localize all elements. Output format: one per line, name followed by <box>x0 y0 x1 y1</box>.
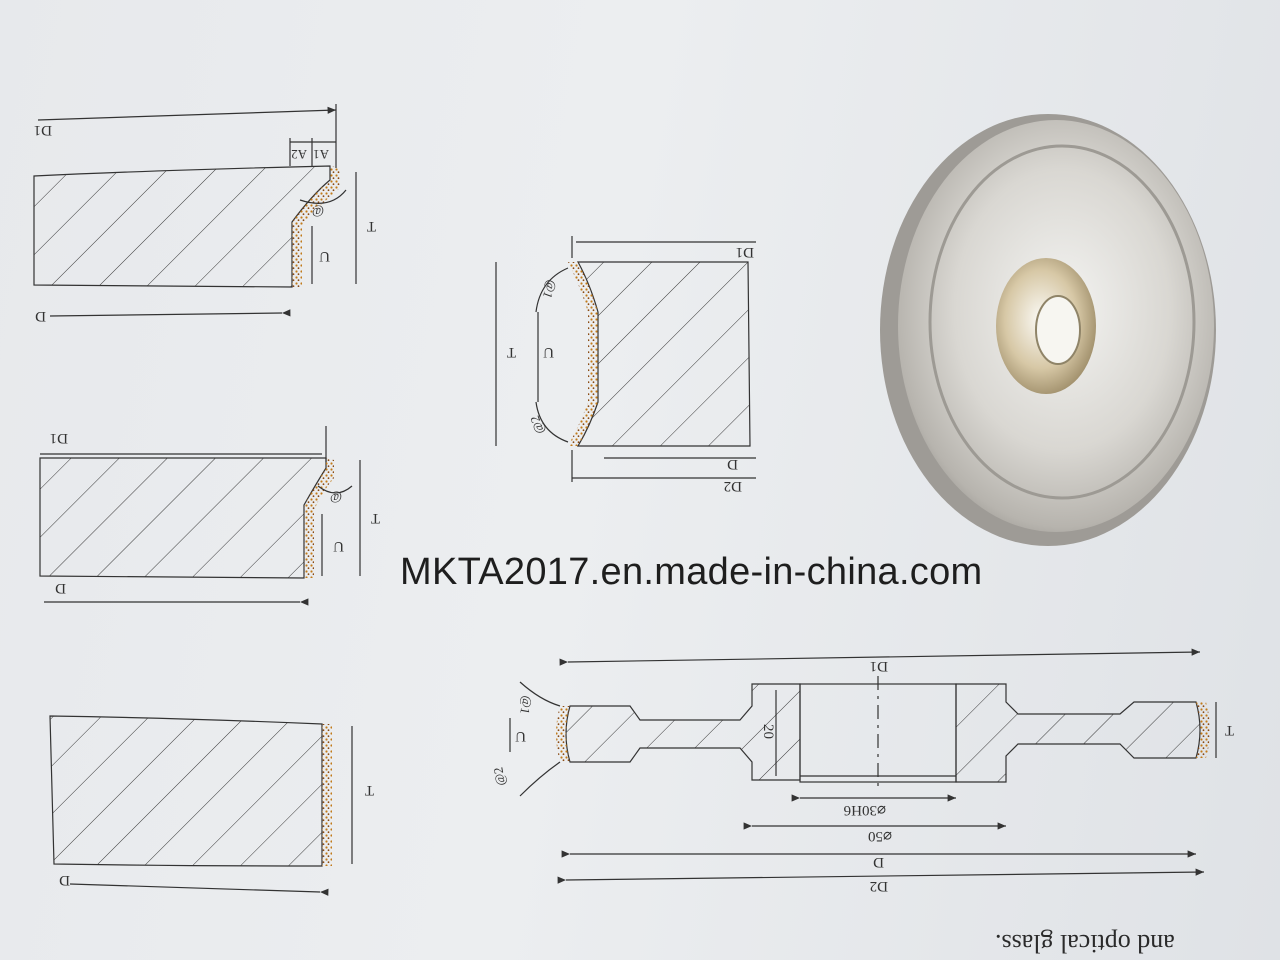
wheel-d-u-label: U <box>543 344 554 360</box>
wheel-d-t-label: T <box>507 344 516 360</box>
wheel-b-d1-label: D1 <box>50 430 68 446</box>
wheel-e-d2-dim <box>557 868 1205 884</box>
wheel-c-abrasive-layer <box>322 724 332 866</box>
wheel-a-abrasive-layer <box>292 166 340 287</box>
wheel-e-angle2-arc <box>519 761 561 797</box>
wheel-c-t-label: T <box>365 782 374 798</box>
wheel-d-angle2-arc <box>535 401 569 443</box>
wheel-a-angle-label: @ <box>312 205 324 220</box>
wheel-b-section <box>39 457 327 579</box>
wheel-d-section <box>576 261 751 447</box>
caption-text: and optical glass. <box>995 929 1175 958</box>
wheel-b-u-label: U <box>333 538 344 554</box>
wheel-a-section <box>33 165 331 288</box>
wheel-d-angle2-label: @2 <box>527 414 547 436</box>
wheel-c-d-label: D <box>59 872 70 888</box>
wheel-c-section <box>49 715 323 867</box>
wheel-a-d1-label: D1 <box>34 122 52 138</box>
wheel-photo-bore <box>1035 295 1081 365</box>
wheel-e-d-label: D <box>873 854 884 870</box>
wheel-b-abrasive-layer <box>304 458 334 578</box>
wheel-b-t-label: T <box>371 510 380 526</box>
wheel-a-d-line <box>49 309 291 317</box>
wheel-d-d1-label: D1 <box>736 244 754 260</box>
wheel-e-u-label: U <box>515 728 526 744</box>
wheel-e-d1-line <box>559 648 1201 666</box>
wheel-b-angle-arc <box>317 485 353 494</box>
diagram-wheel-d: D1 @1 U T @2 D D2 <box>495 236 756 494</box>
wheel-e-section-left <box>565 683 801 781</box>
wheel-d-d-label: D <box>727 456 738 472</box>
wheel-b-d-label: D <box>55 580 66 596</box>
wheel-b-angle-label: @ <box>330 491 342 506</box>
wheel-d-d2-label: D2 <box>724 478 742 494</box>
wheel-e-angle1-arc <box>519 681 561 707</box>
wheel-e-height-label: 20 <box>760 724 776 739</box>
wheel-e-t-label: T <box>1225 722 1234 738</box>
diagram-wheel-a: D1 A2 A1 @ U T D <box>33 104 376 324</box>
wheel-a-u-label: U <box>319 248 330 264</box>
wheel-e-angle1-label: @1 <box>517 695 535 716</box>
wheel-a-t-label: T <box>367 218 376 234</box>
wheel-a-d-label: D <box>35 308 46 324</box>
wheel-c-d-line <box>69 883 329 896</box>
diagram-wheel-b: D1 @ U T D <box>39 426 380 606</box>
watermark-text: MKTA2017.en.made-in-china.com <box>400 551 983 593</box>
wheel-e-d2-label: D2 <box>870 878 888 894</box>
wheel-e-d1-label: D1 <box>870 658 888 674</box>
wheel-photo <box>880 114 1216 546</box>
wheel-e-hub-label: ⌀50 <box>868 828 892 844</box>
wheel-a-a2-label: A2 <box>291 147 307 162</box>
wheel-d-angle1-arc <box>535 267 569 313</box>
wheel-e-section-right <box>955 683 1201 783</box>
wheel-photo-groove <box>928 144 1196 500</box>
wheel-d-angle1-label: @1 <box>540 278 560 300</box>
diagram-wheel-c: T D <box>49 715 374 896</box>
wheel-e-bore-label: ⌀30H6 <box>843 802 886 818</box>
wheel-d-abrasive-layer <box>568 262 598 446</box>
diagram-wheel-e: D1 20 ⌀30H6 ⌀50 D D2 @1 U @2 T <box>490 648 1234 894</box>
wheel-e-abrasive-left <box>556 706 570 762</box>
wheel-a-d1-line <box>37 106 337 121</box>
wheel-e-abrasive-right <box>1196 702 1210 758</box>
wheel-a-angle-arc <box>299 189 347 204</box>
wheel-e-angle2-label: @2 <box>490 766 508 787</box>
wheel-a-a1-label: A1 <box>313 147 329 162</box>
